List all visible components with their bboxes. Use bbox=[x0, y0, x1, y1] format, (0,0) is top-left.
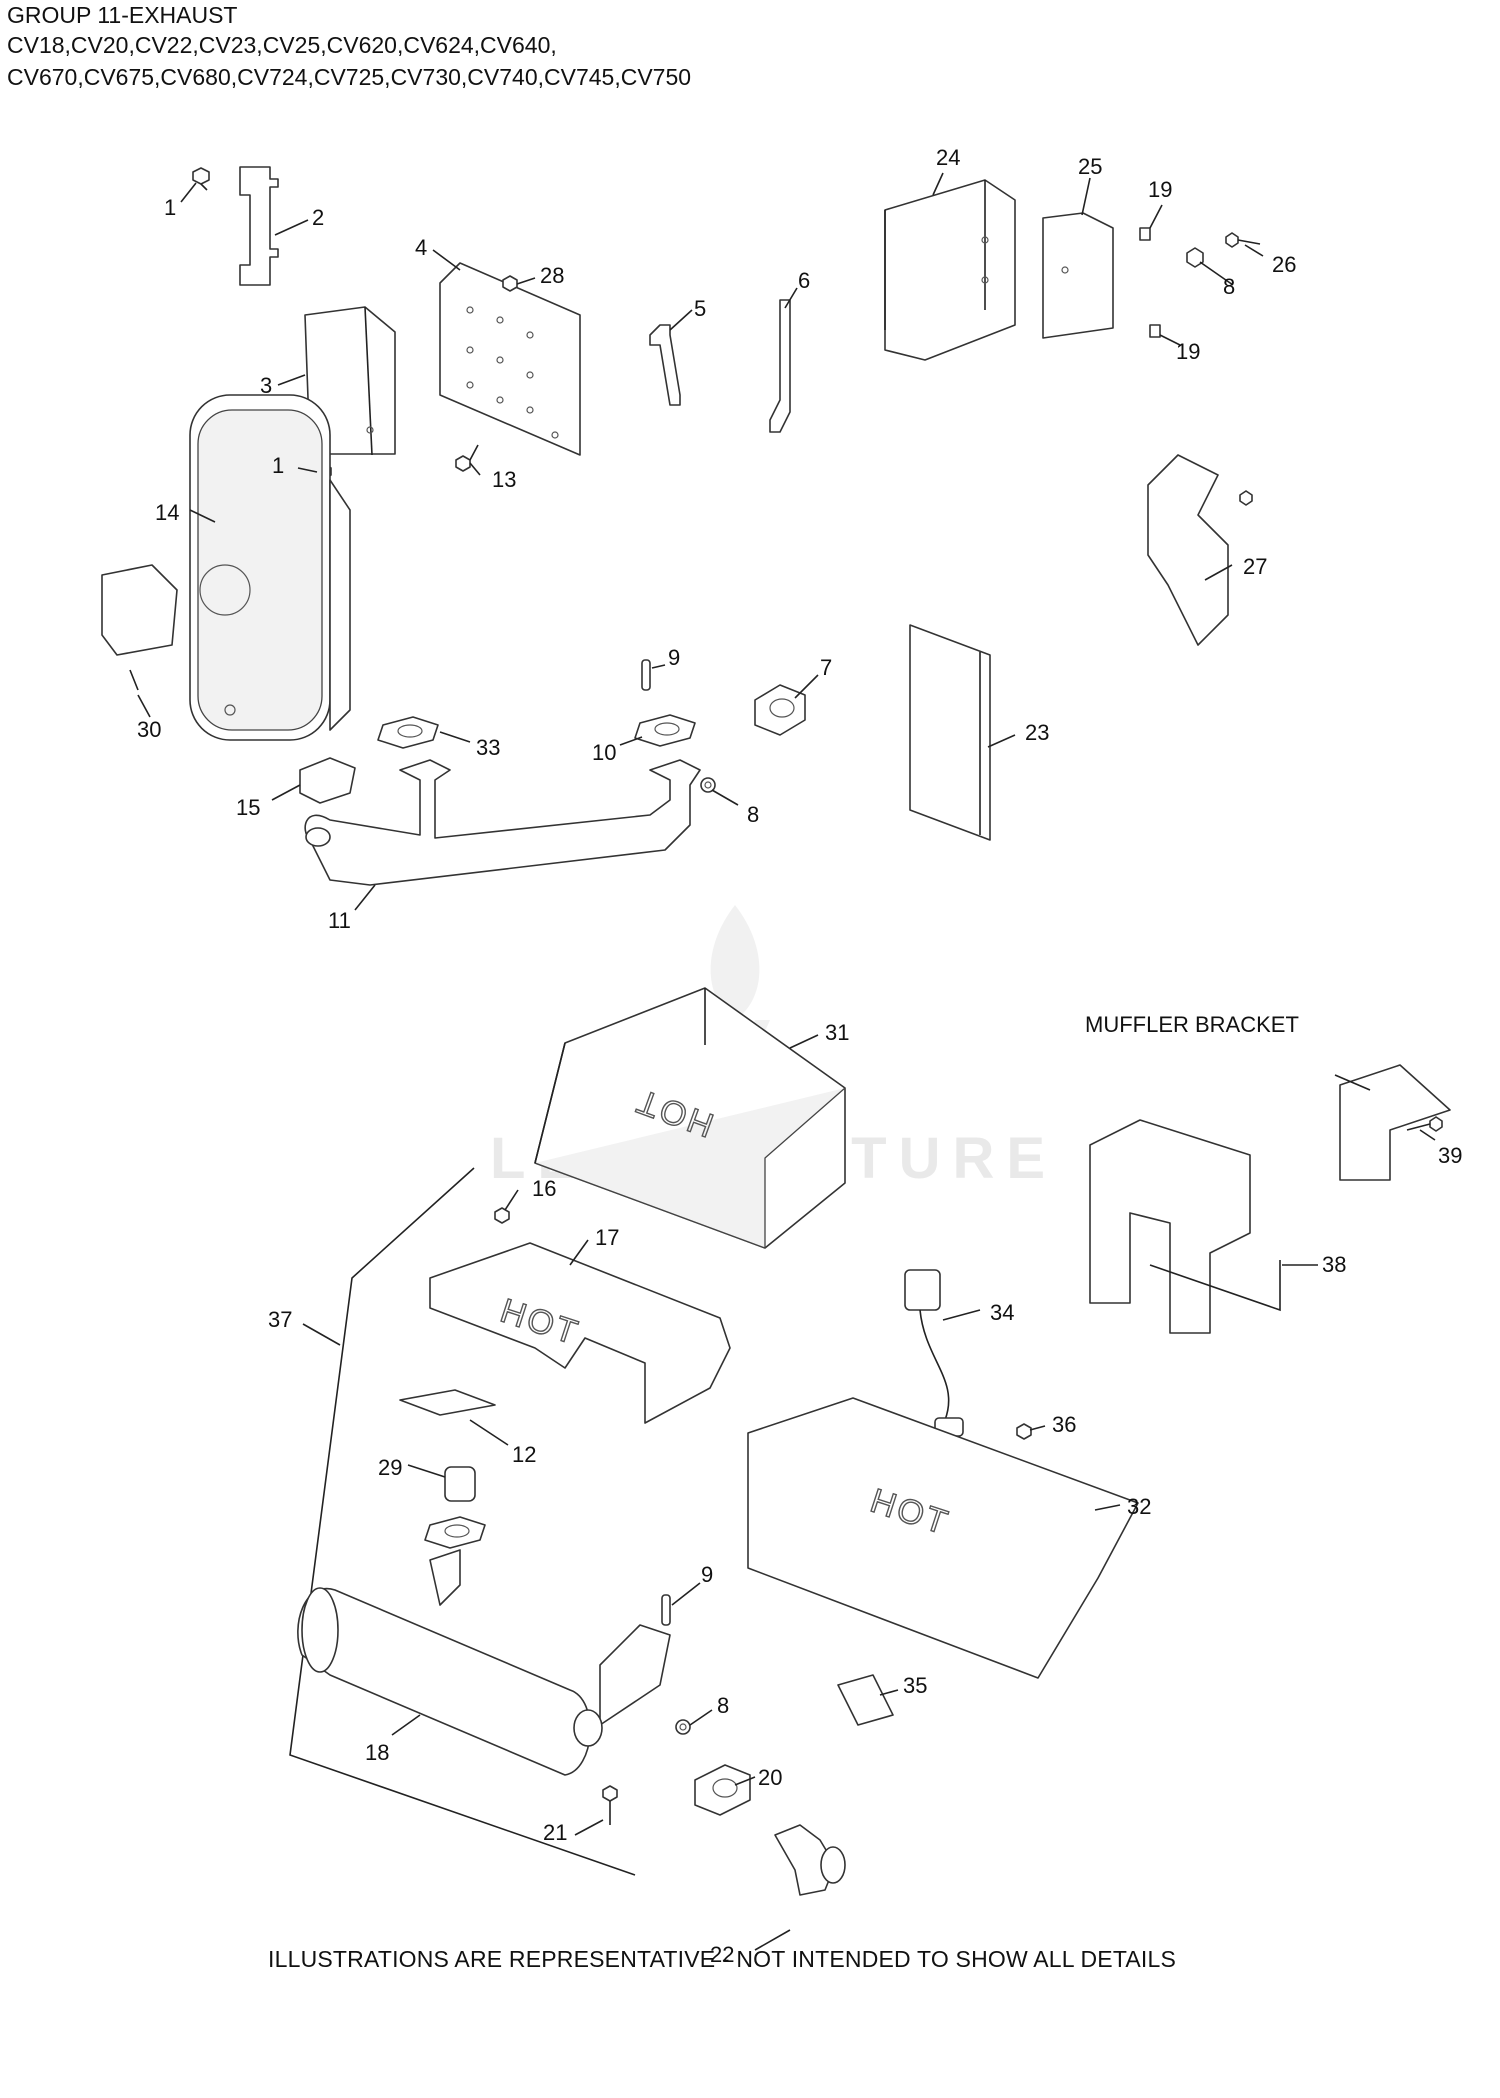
part-5-strap-bracket bbox=[649, 324, 681, 406]
callout-37: 37 bbox=[268, 1307, 292, 1332]
callout-21: 21 bbox=[543, 1820, 567, 1845]
part-10-gasket bbox=[634, 714, 696, 747]
callout-23: 23 bbox=[1025, 720, 1049, 745]
part-19-clip-upper bbox=[1139, 227, 1151, 241]
part-1-bolt-top bbox=[192, 167, 210, 191]
part-20-clamp bbox=[694, 1764, 751, 1816]
callout-31: 31 bbox=[825, 1020, 849, 1045]
part-35-tailpipe-tip bbox=[837, 1674, 894, 1726]
callout-11: 11 bbox=[328, 908, 351, 933]
callout-5: 5 bbox=[694, 296, 706, 321]
callout-18: 18 bbox=[365, 1740, 389, 1765]
part-9-stud-top bbox=[641, 659, 651, 691]
disclaimer-footer: ILLUSTRATIONS ARE REPRESENTATIVE - NOT I… bbox=[268, 1946, 1177, 1972]
callout-30: 30 bbox=[137, 717, 161, 742]
callout-24: 24 bbox=[936, 145, 960, 170]
callout-28: 28 bbox=[540, 263, 564, 288]
part-7-clamp bbox=[754, 684, 806, 736]
muffler-bracket-angle bbox=[1339, 1064, 1451, 1181]
callout-10: 10 bbox=[592, 740, 616, 765]
callout-1-top: 1 bbox=[164, 195, 176, 220]
callout-13: 13 bbox=[492, 467, 516, 492]
part-36-bolt bbox=[1016, 1423, 1032, 1440]
callout-labels: 1 2 3 4 28 5 6 24 25 19 26 8 19 1 13 14 … bbox=[137, 145, 1462, 1967]
callout-9-lower: 9 bbox=[701, 1562, 713, 1587]
part-37-assembly-bracket bbox=[289, 1167, 636, 1876]
callout-2: 2 bbox=[312, 205, 324, 230]
callout-16: 16 bbox=[532, 1176, 556, 1201]
part-14-muffler-housing bbox=[189, 394, 351, 741]
callout-20: 20 bbox=[758, 1765, 782, 1790]
leader-lines bbox=[137, 172, 1436, 1951]
group-title: GROUP 11-EXHAUST bbox=[7, 2, 238, 28]
callout-3: 3 bbox=[260, 373, 272, 398]
callout-8-top: 8 bbox=[1223, 274, 1235, 299]
part-4-mounting-plate bbox=[439, 262, 581, 456]
part-27-deflector bbox=[1147, 454, 1253, 646]
part-33-gasket-lower bbox=[424, 1516, 486, 1549]
part-8-nut-top bbox=[1186, 247, 1204, 268]
part-21-bolt bbox=[602, 1785, 618, 1825]
callout-26: 26 bbox=[1272, 252, 1296, 277]
callout-27: 27 bbox=[1243, 554, 1267, 579]
part-39-bolt bbox=[1406, 1116, 1443, 1132]
callout-4: 4 bbox=[415, 235, 427, 260]
callout-12: 12 bbox=[512, 1442, 536, 1467]
part-15-clamp bbox=[299, 757, 356, 804]
callout-19-upper: 19 bbox=[1148, 177, 1172, 202]
callout-39: 39 bbox=[1438, 1143, 1462, 1168]
model-list-line-2: CV670,CV675,CV680,CV724,CV725,CV730,CV74… bbox=[7, 64, 692, 90]
callout-7: 7 bbox=[820, 655, 832, 680]
muffler-bracket-plate bbox=[1089, 1119, 1251, 1334]
callout-25: 25 bbox=[1078, 154, 1102, 179]
part-22-elbow bbox=[774, 1824, 846, 1896]
part-33-gasket bbox=[377, 716, 439, 749]
part-34-oxygen-sensor bbox=[904, 1269, 964, 1437]
model-list-line-1: CV18,CV20,CV22,CV23,CV25,CV620,CV624,CV6… bbox=[7, 32, 557, 58]
part-28-nut bbox=[502, 275, 518, 292]
part-29-sleeve bbox=[444, 1466, 476, 1502]
callout-6: 6 bbox=[798, 268, 810, 293]
callout-34: 34 bbox=[990, 1300, 1014, 1325]
callout-14: 14 bbox=[155, 500, 179, 525]
part-8-washer-mid bbox=[700, 777, 716, 793]
part-2-bracket bbox=[239, 166, 279, 286]
callout-17: 17 bbox=[595, 1225, 619, 1250]
callout-35: 35 bbox=[903, 1673, 927, 1698]
callout-36: 36 bbox=[1052, 1412, 1076, 1437]
callout-33: 33 bbox=[476, 735, 500, 760]
part-32-heat-shield-cover: HOT bbox=[747, 1397, 1139, 1679]
part-24-large-bracket bbox=[884, 179, 1016, 361]
part-13-bolt bbox=[455, 444, 479, 472]
muffler-bracket-label: MUFFLER BRACKET bbox=[1085, 1012, 1299, 1037]
part-17-heat-shield-half: HOT bbox=[429, 1242, 731, 1424]
part-31-heat-shield-box: HOT bbox=[534, 987, 846, 1249]
callout-8-lower: 8 bbox=[717, 1693, 729, 1718]
part-38-bracket-group bbox=[1149, 1260, 1281, 1312]
part-19-clip-lower bbox=[1149, 324, 1161, 338]
part-25-bracket-plate bbox=[1042, 212, 1114, 339]
callout-15: 15 bbox=[236, 795, 260, 820]
callout-19-lower: 19 bbox=[1176, 339, 1200, 364]
callout-22: 22 bbox=[710, 1942, 734, 1967]
callout-38: 38 bbox=[1322, 1252, 1346, 1277]
callout-9-top: 9 bbox=[668, 645, 680, 670]
callout-32: 32 bbox=[1127, 1494, 1151, 1519]
callout-29: 29 bbox=[378, 1455, 402, 1480]
part-6-long-bracket bbox=[769, 299, 791, 433]
part-8-washer-lower bbox=[675, 1719, 691, 1735]
part-18-muffler bbox=[297, 1549, 671, 1776]
part-26-bolt bbox=[1225, 232, 1261, 248]
callout-1-mid: 1 bbox=[272, 453, 284, 478]
part-12-plate bbox=[399, 1389, 496, 1416]
callout-8-mid: 8 bbox=[747, 802, 759, 827]
part-16-fastener bbox=[494, 1207, 510, 1224]
part-9-stud-lower bbox=[661, 1594, 671, 1626]
part-30-cap-cover bbox=[101, 564, 178, 691]
part-11-exhaust-pipe bbox=[304, 759, 701, 886]
part-23-shield-panel bbox=[909, 624, 991, 841]
